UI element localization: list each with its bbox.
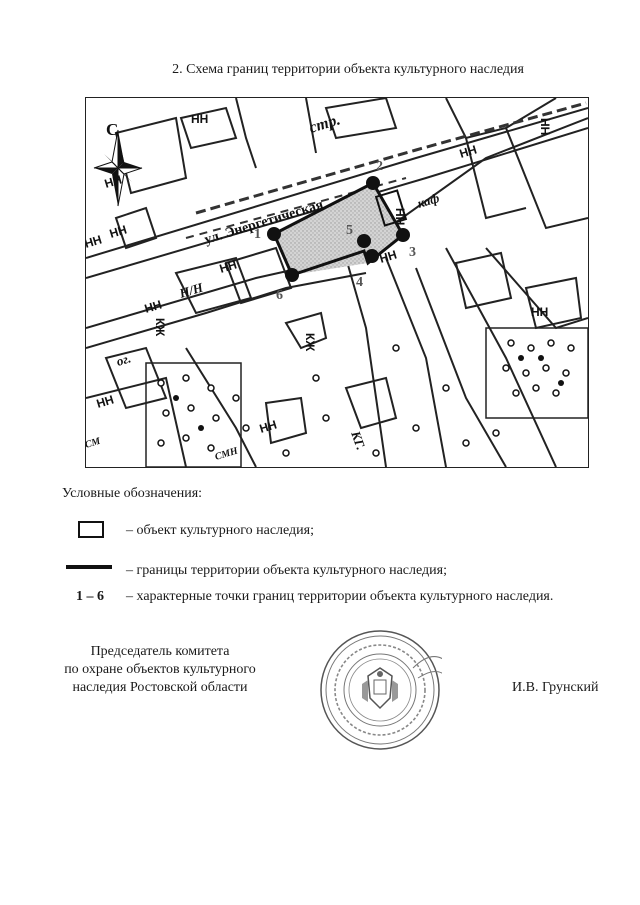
point-4 [365,249,379,263]
legend-points-text: – характерные точки границ территории об… [126,589,554,604]
cafe-label: каф [415,190,440,211]
legend-object-symbol [78,521,104,538]
tree-dots [157,339,575,457]
point-label-2: 2 [376,159,383,174]
point-5 [357,234,371,248]
street-label-2: стр. [307,111,342,136]
site-map: С ул. Энергетическая стр. НН НН НН НН НН… [85,97,589,468]
point-2 [366,176,380,190]
point-label-6: 6 [276,288,283,303]
point-label-1: 1 [254,227,261,242]
building-mark: НН [95,392,116,410]
building-mark: НН [218,257,239,275]
building-mark: НН [103,172,124,190]
point-label-3: 3 [409,245,416,260]
misc-label: СМ [86,435,103,450]
signatory-position: Председатель комитета по охране объектов… [44,643,276,697]
misc-label: СМН [214,445,241,463]
misc-label: КГ. [348,428,369,452]
misc-label: ог. [114,350,132,369]
point-label-5: 5 [346,223,353,238]
boundary-points [267,176,410,282]
point-label-4: 4 [356,275,363,290]
building-mark: НН [191,112,208,126]
page-title: 2. Схема границ территории объекта культ… [172,62,524,77]
point-1 [267,227,281,241]
building-mark: НН [143,297,164,315]
legend-title: Условные обозначения: [62,486,203,501]
compass-rose-icon [93,129,143,207]
position-line-3: наследия Ростовской области [72,680,248,695]
building-mark: КЖ [303,333,317,351]
misc-label: Н/Н [177,279,206,301]
position-line-1: Председатель комитета [90,644,230,659]
point-3 [396,228,410,242]
legend-object-text: – объект культурного наследия; [126,523,314,538]
legend-boundary-symbol [66,565,112,569]
building-mark: НН [258,417,279,435]
position-line-2: по охране объектов культурного [64,662,256,677]
building-mark: НН [458,142,479,160]
legend-boundary-text: – границы территории объекта культурного… [126,563,447,578]
compass-north-label: С [106,120,118,139]
city-blocks [86,98,588,467]
legend-points-range: 1 – 6 [76,589,104,604]
signatory-name: И.В. Грунский [512,680,599,695]
dashed-line [195,101,587,215]
park-area [145,327,588,467]
map-svg: С ул. Энергетическая стр. НН НН НН НН НН… [86,98,588,467]
building-mark: НН [108,222,129,240]
heritage-object-box [374,189,408,227]
building-mark: КЖ [153,318,167,336]
point-6 [285,268,299,282]
official-seal-icon [320,630,442,750]
building-mark: НН [538,118,552,135]
building-mark: НН [86,232,103,250]
building-mark: НН [531,305,548,319]
